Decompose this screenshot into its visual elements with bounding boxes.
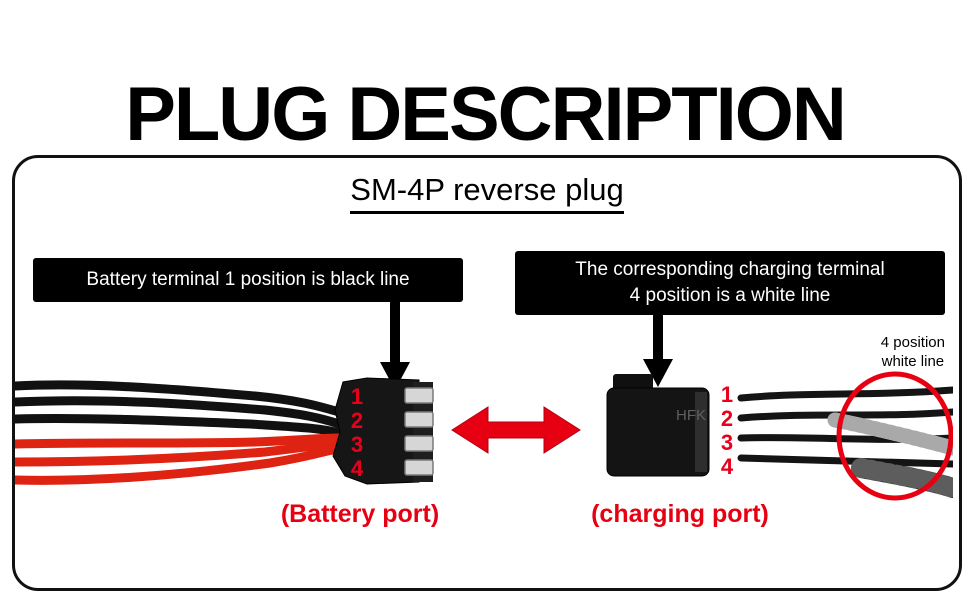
battery-pin-1: 1 — [351, 384, 363, 409]
white-line-note: 4 position white line — [881, 334, 945, 372]
swap-arrow-icon — [451, 406, 581, 454]
charging-pin-4: 4 — [721, 454, 734, 479]
diagram-heading-text: SM-4P reverse plug — [350, 172, 624, 214]
charging-plug-graphic: HFK 1 2 3 4 — [606, 374, 734, 479]
battery-port-caption: (Battery port) — [280, 500, 440, 528]
diagram-heading: SM-4P reverse plug — [15, 172, 959, 214]
white-line-note-line1: 4 position — [880, 334, 945, 351]
charging-terminal-label-line1: The corresponding charging terminal — [575, 259, 885, 281]
charging-pin-3: 3 — [721, 430, 733, 455]
battery-black-wires — [15, 380, 344, 438]
charging-terminal-label-line2: 4 position is a white line — [629, 285, 831, 306]
battery-pin-2: 2 — [351, 408, 363, 433]
connectors-graphic: 1 2 3 4 HFK 1 2 3 4 — [15, 371, 953, 501]
white-line-wire — [827, 412, 953, 456]
charging-pin-numbers: 1 2 3 4 — [721, 382, 734, 479]
charging-plug-brand-text: HFK — [676, 407, 706, 424]
battery-pin-numbers: 1 2 3 4 — [351, 384, 364, 481]
page-title: PLUG DESCRIPTION — [125, 71, 847, 157]
highlight-circle-icon — [836, 371, 953, 501]
white-line-note-line2: white line — [881, 352, 945, 370]
charging-port-caption: (charging port) — [591, 500, 769, 528]
battery-terminal-label-text: Battery terminal 1 position is black lin… — [86, 269, 410, 291]
battery-plug-graphic: 1 2 3 4 — [332, 377, 434, 485]
braided-cable — [851, 458, 953, 498]
charging-pin-2: 2 — [721, 406, 733, 431]
battery-terminal-label: Battery terminal 1 position is black lin… — [33, 258, 463, 302]
battery-pin-4: 4 — [351, 456, 364, 481]
battery-pin-3: 3 — [351, 432, 363, 457]
charging-terminal-label: The corresponding charging terminal 4 po… — [515, 251, 945, 315]
down-arrow-left-icon — [380, 302, 410, 390]
charging-pin-1: 1 — [721, 382, 733, 407]
down-arrow-right-icon — [643, 315, 673, 387]
battery-red-wires — [15, 433, 346, 485]
diagram-panel: SM-4P reverse plug Battery terminal 1 po… — [12, 155, 962, 591]
